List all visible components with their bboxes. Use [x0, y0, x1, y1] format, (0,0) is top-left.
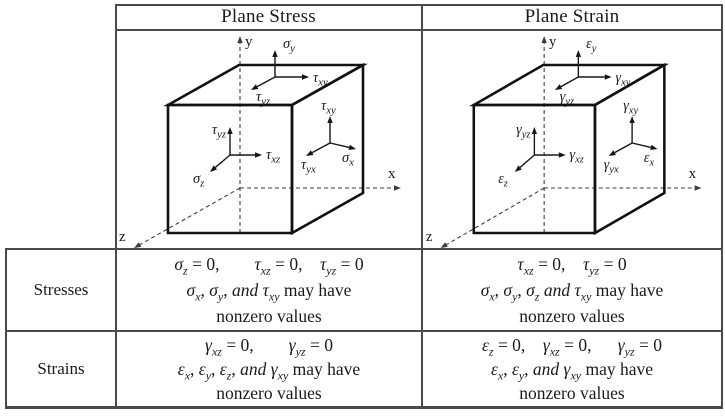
svg-text:τxz: τxz	[266, 147, 281, 166]
svg-text:z: z	[119, 229, 126, 245]
plane-stress-title: Plane Stress	[221, 6, 316, 27]
table-border-top	[115, 4, 723, 6]
table-border-bottom	[5, 406, 723, 409]
svg-text:τyx: τyx	[301, 157, 316, 176]
table-border-col2-left	[115, 4, 117, 409]
table-border-leftcol	[5, 248, 7, 409]
svg-text:γxy: γxy	[615, 70, 630, 89]
math-line: nonzero values	[519, 306, 625, 326]
math-line: εz = 0, γxz = 0, γyz = 0	[481, 335, 662, 359]
math-line: εx, εy, and γxy may have	[490, 359, 654, 383]
row-label-stresses: Stresses	[7, 250, 115, 330]
svg-text:εz: εz	[498, 171, 508, 190]
plane-strain-cube-diagram: y x z εy γxy γyz γyz γxz εz γxy εx γyx	[426, 34, 702, 248]
svg-text:z: z	[426, 229, 433, 245]
column-header-plane-stress: Plane Stress	[116, 5, 421, 29]
strains-label: Strains	[37, 359, 85, 378]
svg-text:σx: σx	[342, 150, 354, 169]
svg-text:γyx: γyx	[604, 157, 619, 176]
plane-stress-cube-diagram: y x z σy τxy τyz τyz τxz σz τxy σx τyx	[119, 34, 401, 248]
svg-text:τyz: τyz	[212, 122, 227, 141]
math-line: nonzero values	[216, 306, 322, 326]
math-line: σx, σy, σz and τxy may have	[480, 280, 664, 304]
svg-text:τyz: τyz	[256, 89, 271, 108]
math-line: εx, εy, εz, and γxy may have	[177, 359, 361, 383]
svg-text:x: x	[388, 166, 396, 182]
svg-text:εy: εy	[586, 36, 597, 55]
svg-text:γxz: γxz	[570, 147, 584, 166]
svg-text:τxy: τxy	[313, 70, 328, 89]
row-label-strains: Strains	[7, 332, 115, 406]
svg-text:y: y	[549, 34, 557, 50]
svg-text:x: x	[689, 166, 697, 182]
column-header-plane-strain: Plane Strain	[423, 5, 721, 29]
math-line: τxz = 0, τyz = 0	[517, 254, 627, 278]
svg-text:γyz: γyz	[560, 89, 574, 108]
table-border-right	[721, 4, 723, 409]
svg-text:y: y	[245, 34, 253, 50]
svg-text:εx: εx	[644, 150, 655, 169]
table-border-header-bottom	[115, 29, 723, 31]
math-line: nonzero values	[519, 383, 625, 403]
math-line: σx, σy, and τxy may have	[186, 280, 352, 304]
table-border-row-stresses-top	[5, 248, 723, 250]
svg-text:γxy: γxy	[623, 98, 638, 117]
stresses-label: Stresses	[33, 280, 89, 299]
svg-text:σz: σz	[193, 171, 205, 190]
table-border-col3-left	[421, 4, 423, 409]
math-line: nonzero values	[216, 383, 322, 403]
math-line: σz = 0, τxz = 0, τyz = 0	[174, 254, 364, 278]
svg-text:γyz: γyz	[516, 122, 530, 141]
svg-text:τxy: τxy	[321, 98, 336, 117]
table-border-row-strains-top	[5, 330, 723, 332]
svg-text:σy: σy	[283, 36, 295, 55]
math-line: γxz = 0, γyz = 0	[205, 335, 333, 359]
plane-strain-title: Plane Strain	[524, 6, 620, 27]
